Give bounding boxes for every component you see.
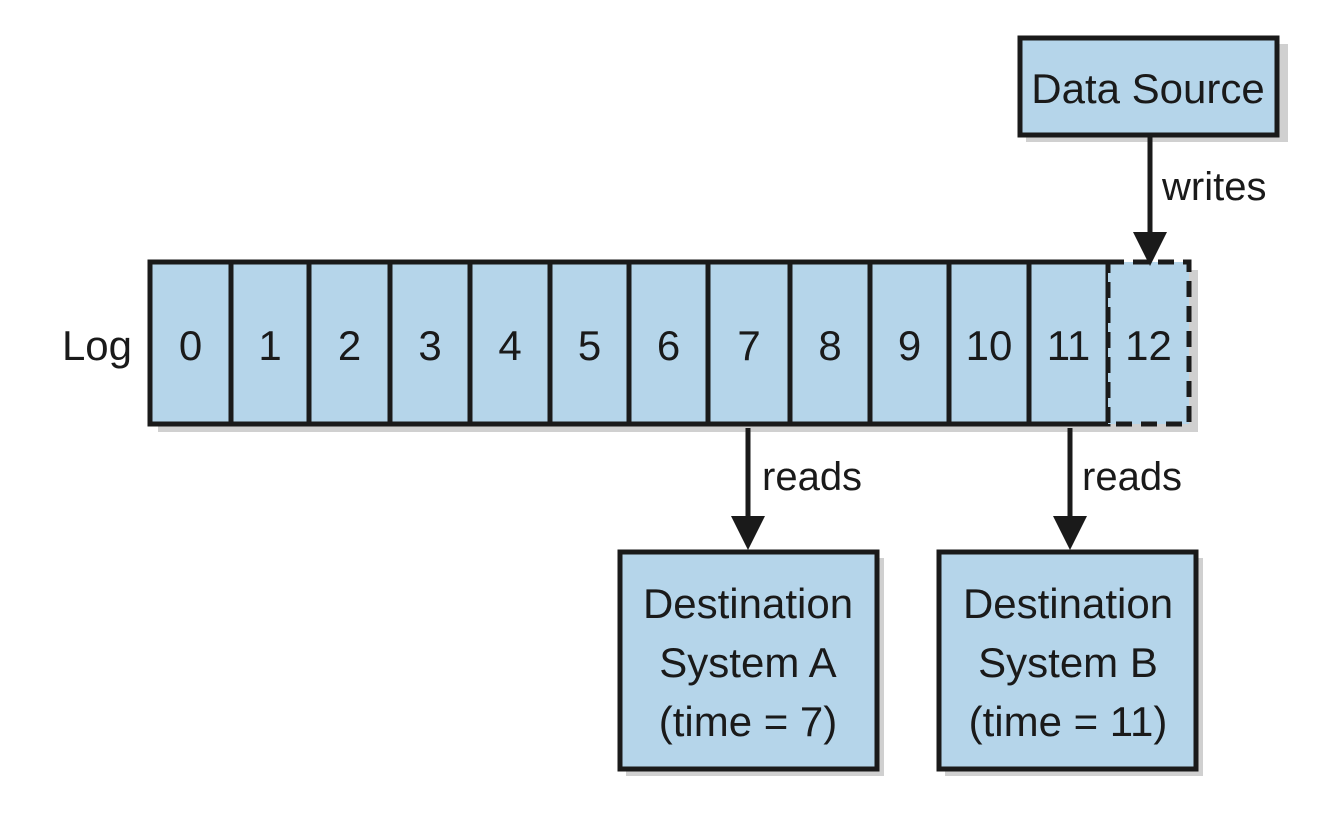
log-cell-label: 2 — [338, 322, 361, 369]
reads-arrow-a-head — [731, 516, 765, 550]
destination-b-line-1: Destination — [963, 580, 1173, 627]
destination-b-line-2: System B — [978, 639, 1158, 686]
log-cell-label: 12 — [1125, 322, 1172, 369]
log-cell — [147, 259, 234, 427]
log-cell-label: 9 — [898, 322, 921, 369]
log-cell — [228, 259, 312, 427]
log-cell-label: 10 — [966, 322, 1013, 369]
destination-a-box — [617, 549, 880, 772]
destination-b-box — [936, 549, 1199, 772]
log-cell-label: 0 — [179, 322, 202, 369]
log-cell — [867, 259, 952, 427]
log-cell-label: 8 — [818, 322, 841, 369]
writes-arrow-head — [1133, 232, 1167, 266]
log-cell — [306, 259, 393, 427]
log-cell-label: 3 — [418, 322, 441, 369]
log-cell — [387, 259, 473, 427]
destination-a-line-1: Destination — [643, 580, 853, 627]
log-cell-label: 6 — [657, 322, 680, 369]
reads-b-label: reads — [1082, 455, 1182, 499]
log-cell-label: 11 — [1047, 322, 1091, 369]
log-cell — [547, 259, 632, 427]
log-cell — [705, 259, 793, 427]
reads-a-label: reads — [762, 455, 862, 499]
reads-arrow-b-head — [1053, 516, 1087, 550]
destination-b-line-3: (time = 11) — [969, 698, 1168, 745]
destination-a-line-2: System A — [659, 639, 836, 686]
log-cell-label: 4 — [498, 322, 521, 369]
log-cell — [467, 259, 553, 427]
data-source-label: Data Source — [1031, 65, 1264, 112]
log-cell-label: 1 — [258, 322, 281, 369]
data-source-box — [1017, 35, 1280, 138]
log-label: Log — [62, 322, 132, 369]
log-cell — [946, 259, 1032, 427]
writes-label: writes — [1161, 165, 1266, 209]
log-cell-label: 5 — [578, 322, 601, 369]
log-cell — [1026, 259, 1111, 427]
log-cell-label: 7 — [737, 322, 760, 369]
destination-a-line-3: (time = 7) — [659, 698, 838, 745]
log-cell-pending — [1105, 259, 1192, 427]
